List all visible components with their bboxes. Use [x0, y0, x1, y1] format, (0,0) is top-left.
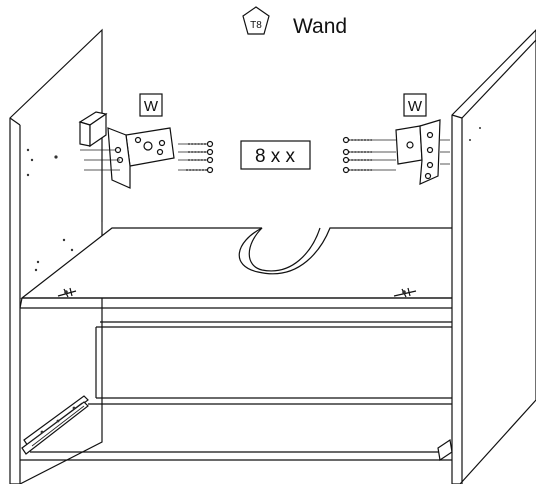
- bracket-label-left-text: W: [144, 98, 159, 115]
- left-side-panel: [9, 28, 103, 485]
- screw-icon: [80, 140, 214, 174]
- shelf-pin-right: [393, 287, 417, 298]
- bracket-label-left: W: [139, 93, 163, 117]
- part-name: Wand: [293, 15, 347, 38]
- wooden-dowel-block: [78, 111, 108, 148]
- middle-shelf: [19, 227, 461, 309]
- shelf-pin-left: [57, 287, 77, 298]
- right-side-panel: [451, 29, 536, 485]
- drawer-rail-icon: [21, 395, 89, 455]
- quantity-box: 8 x x: [240, 140, 311, 170]
- screw-right-icon: [342, 136, 450, 174]
- quantity-text: 8 x x: [255, 146, 296, 167]
- drawer-rail-right-icon: [437, 438, 453, 462]
- part-badge-icon: T8: [242, 6, 270, 35]
- bracket-label-right-text: W: [408, 98, 423, 115]
- part-code: T8: [250, 20, 262, 31]
- angle-bracket-left-icon: [107, 127, 175, 189]
- drawer-panel: [20, 321, 455, 461]
- angle-bracket-right-icon: [395, 119, 441, 185]
- bracket-label-right: W: [403, 93, 427, 117]
